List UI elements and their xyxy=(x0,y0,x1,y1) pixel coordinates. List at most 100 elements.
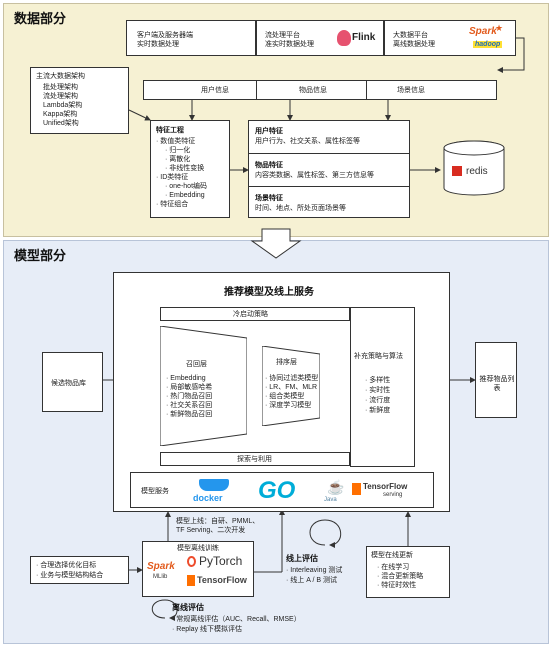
docker-whale-icon xyxy=(199,479,229,491)
mllib-label: MLlib xyxy=(153,574,168,580)
redis-database-icon: redis xyxy=(442,140,506,198)
info-header-user: 用户信息 xyxy=(201,87,229,94)
offline-training-title: 模型离线训练 xyxy=(177,545,219,552)
info-header-bar: 用户信息 物品信息 场景信息 xyxy=(143,80,497,100)
recall-title: 召回层 xyxy=(186,361,207,368)
recommendation-list-box: 推荐物品列表 xyxy=(475,342,517,418)
ranking-item: · 组合类模型 xyxy=(265,393,305,400)
hadoop-logo: hadoop xyxy=(473,41,503,48)
feature-engineering-line: · 非线性变换 xyxy=(165,165,205,172)
strategy-item: · 流行度 xyxy=(365,397,391,404)
features-box: 用户特征 用户行为、社交关系、属性标签等 物品特征 内容类数据、属性标签、第三方… xyxy=(248,120,410,218)
source-flink: 流处理平台 准实时数据处理 Flink xyxy=(256,20,384,56)
feature-engineering-line: · 离散化 xyxy=(165,156,191,163)
redis-label: redis xyxy=(466,166,488,177)
recall-layer: 召回层 · Embedding · 局部敏感哈希 · 热门物品召回 · 社交关系… xyxy=(160,326,247,446)
optimization-target-box: · 合理选择优化目标 · 业务与模型结构结合 xyxy=(30,556,129,584)
user-feature-desc: 用户行为、社交关系、属性标签等 xyxy=(255,138,360,145)
flink-logo-icon xyxy=(337,30,351,46)
explore-exploit-bar: 探索与利用 xyxy=(160,452,350,466)
info-header-item: 物品信息 xyxy=(299,87,327,94)
source-flink-line2: 准实时数据处理 xyxy=(265,41,314,48)
strategy-item: · 新鲜度 xyxy=(365,407,391,414)
online-update-title: 模型在线更新 xyxy=(371,552,413,559)
tensorflow-training-icon xyxy=(187,575,195,586)
go-logo: GO xyxy=(258,477,296,504)
architecture-item: 批处理架构 xyxy=(43,84,78,91)
ranking-layer: 排序层 · 协同过滤类模型 · LR、FM、MLR · 组合类模型 · 深度学习… xyxy=(262,346,320,426)
spark-logo: Spark xyxy=(469,26,497,37)
architecture-title: 主流大数据架构 xyxy=(36,73,85,80)
divider xyxy=(366,81,367,99)
feature-engineering-line: · one-hot编码 xyxy=(165,183,208,190)
online-eval-title: 线上评估 xyxy=(286,554,318,563)
candidate-label: 候选物品库 xyxy=(51,380,86,387)
online-update-item: · 特征时效性 xyxy=(377,582,417,589)
tensorflow-logo: TensorFlow xyxy=(363,482,408,491)
info-header-scene: 场景信息 xyxy=(397,87,425,94)
pytorch-icon xyxy=(187,556,196,567)
recall-item: · 热门物品召回 xyxy=(166,393,213,400)
offline-eval-item: · Replay 线下模拟评估 xyxy=(172,626,243,633)
user-feature-title: 用户特征 xyxy=(255,128,283,135)
divider xyxy=(249,153,409,154)
recommendation-list-label: 推荐物品列表 xyxy=(479,376,515,392)
scene-feature-desc: 时间、地点、所处页面场景等 xyxy=(255,205,346,212)
candidate-pool: 候选物品库 xyxy=(42,352,103,412)
strategy-item: · 多样性 xyxy=(365,377,391,384)
serving-logo: serving xyxy=(383,492,403,498)
offline-eval-title: 离线评估 xyxy=(172,603,204,612)
flink-logo-text: Flink xyxy=(352,32,376,43)
feature-engineering-line: · ID类特征 xyxy=(156,174,189,181)
recall-item: · 社交关系召回 xyxy=(166,402,213,409)
java-logo: Java xyxy=(324,497,337,503)
strategy-item: · 实时性 xyxy=(365,387,391,394)
spark-mllib-logo: Spark xyxy=(147,561,175,572)
java-cup-icon: ☕ xyxy=(327,479,345,495)
ranking-title: 排序层 xyxy=(276,359,297,366)
architecture-item: 流处理架构 xyxy=(43,93,78,100)
online-update-item: · 在线学习 xyxy=(377,564,410,571)
feature-engineering-line: · 归一化 xyxy=(165,147,191,154)
source-client-line2: 实时数据处理 xyxy=(137,41,179,48)
online-update-item: · 混合更新策略 xyxy=(377,573,424,580)
source-spark-line2: 离线数据处理 xyxy=(393,41,435,48)
ranking-item: · 协同过滤类模型 xyxy=(265,375,319,382)
feature-engineering-line: · 特征组合 xyxy=(156,201,189,208)
service-title: 推荐模型及线上服务 xyxy=(224,287,314,298)
model-section-title: 模型部分 xyxy=(14,248,67,263)
tensorflow-training-logo: TensorFlow xyxy=(197,575,247,585)
online-deploy-line2: TF Serving、二次开发 xyxy=(176,527,246,534)
architecture-item: Lambda架构 xyxy=(43,102,83,109)
docker-logo: docker xyxy=(193,493,223,503)
tensorflow-icon xyxy=(352,483,361,495)
optimization-item: · 合理选择优化目标 xyxy=(36,562,97,569)
cold-start-label: 冷启动策略 xyxy=(233,311,268,318)
ranking-item: · LR、FM、MLR xyxy=(265,384,318,391)
item-feature-title: 物品特征 xyxy=(255,162,283,169)
architecture-item: Kappa架构 xyxy=(43,111,78,118)
offline-training-box: 模型离线训练 Spark MLlib PyTorch TensorFlow xyxy=(142,541,254,597)
pytorch-logo: PyTorch xyxy=(199,554,243,568)
model-service-label: 模型服务 xyxy=(141,488,169,495)
online-deploy-line1: 模型上线：自研、PMML、 xyxy=(176,518,260,525)
offline-eval-item: · 常规离线评估（AUC、Recall、RMSE） xyxy=(172,616,301,623)
item-feature-desc: 内容类数据、属性标签、第三方信息等 xyxy=(255,172,374,179)
feature-engineering-line: · 数值类特征 xyxy=(156,138,196,145)
divider xyxy=(256,81,257,99)
cold-start-bar: 冷启动策略 xyxy=(160,307,350,321)
online-update-box: 模型在线更新 · 在线学习 · 混合更新策略 · 特征时效性 xyxy=(366,546,450,598)
source-spark: 大数据平台 离线数据处理 Spark ★ hadoop xyxy=(384,20,516,56)
data-section-title: 数据部分 xyxy=(14,11,67,26)
recall-item: · 局部敏感哈希 xyxy=(166,384,213,391)
feature-engineering-title: 特征工程 xyxy=(156,127,184,134)
strategy-title: 补充策略与算法 xyxy=(354,353,403,360)
recall-item: · 新鲜物品召回 xyxy=(166,411,213,418)
optimization-item: · 业务与模型结构结合 xyxy=(36,572,104,579)
source-flink-line1: 流处理平台 xyxy=(265,32,300,39)
model-service-box: 模型服务 docker GO ☕ Java TensorFlow serving xyxy=(130,472,434,508)
ranking-item: · 深度学习模型 xyxy=(265,402,312,409)
feature-engineering-box: 特征工程 · 数值类特征 · 归一化 · 离散化 · 非线性变换 · ID类特征… xyxy=(150,120,230,218)
online-eval-item: · 线上 A / B 测试 xyxy=(286,577,337,584)
big-data-architecture-box: 主流大数据架构 批处理架构 流处理架构 Lambda架构 Kappa架构 Uni… xyxy=(30,67,129,134)
